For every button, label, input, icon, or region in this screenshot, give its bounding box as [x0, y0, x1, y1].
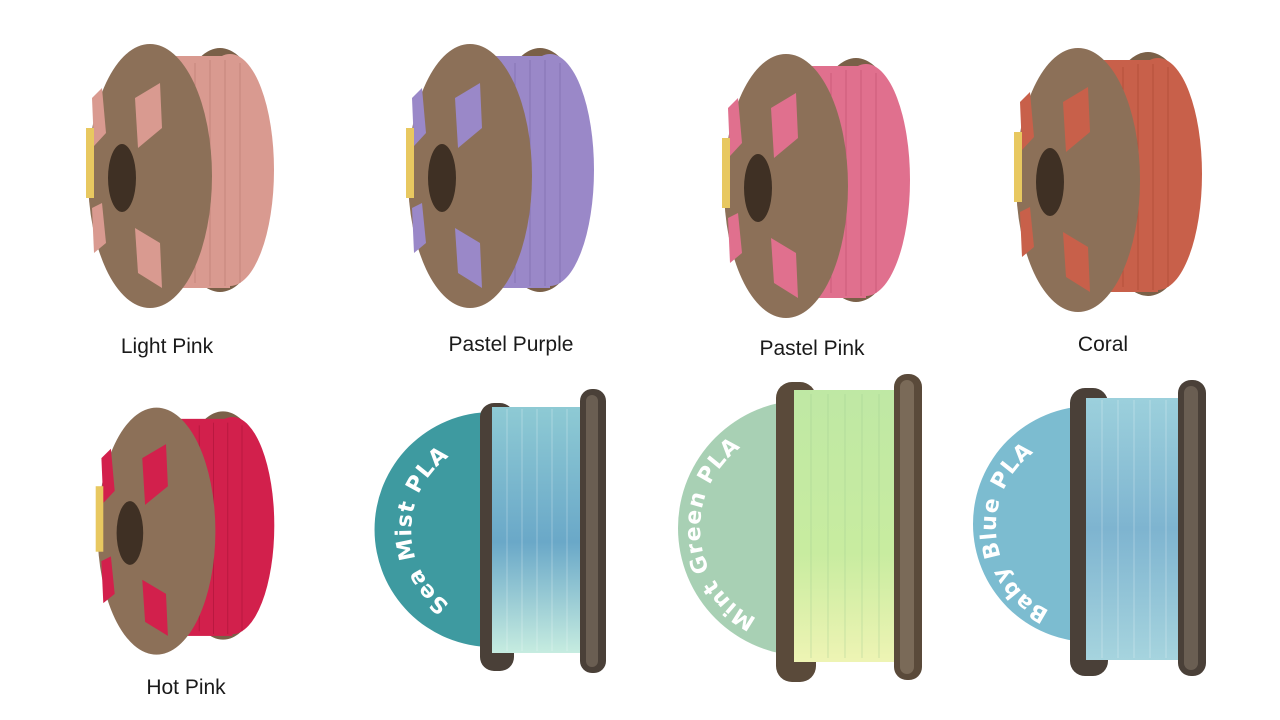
- cardboard-spool-image: [1014, 48, 1202, 312]
- color-label-pastel-purple: Pastel Purple: [448, 333, 574, 356]
- color-label-light-pink: Light Pink: [120, 335, 214, 358]
- color-label-pastel-pink: Pastel Pink: [759, 337, 865, 360]
- reel-with-badge-image: Mint Green PLA: [678, 374, 922, 682]
- cardboard-spool-image: [95, 407, 275, 655]
- color-label-coral: Coral: [1077, 333, 1129, 356]
- spool-mint-green: Mint Green PLA: [666, 372, 936, 684]
- reel-with-badge-image: Sea Mist PLA: [374, 389, 606, 673]
- cardboard-spool-image: [406, 44, 594, 308]
- spool-sea-mist: Sea Mist PLA: [372, 385, 612, 680]
- reel-with-badge-image: Baby Blue PLA: [973, 380, 1206, 676]
- spool-coral: [1008, 42, 1208, 322]
- label-badge: [374, 412, 492, 647]
- cardboard-spool-image: [722, 54, 910, 318]
- label-badge: [973, 406, 1091, 642]
- spool-pastel-purple: [400, 38, 600, 318]
- spool-baby-blue: Baby Blue PLA: [966, 378, 1216, 678]
- spool-light-pink: [80, 38, 280, 318]
- spool-pastel-pink: [716, 48, 916, 328]
- color-label-hot-pink: Hot Pink: [146, 676, 226, 699]
- label-badge: [678, 400, 806, 656]
- cardboard-spool-image: [86, 44, 274, 308]
- spool-hot-pink: [90, 402, 280, 664]
